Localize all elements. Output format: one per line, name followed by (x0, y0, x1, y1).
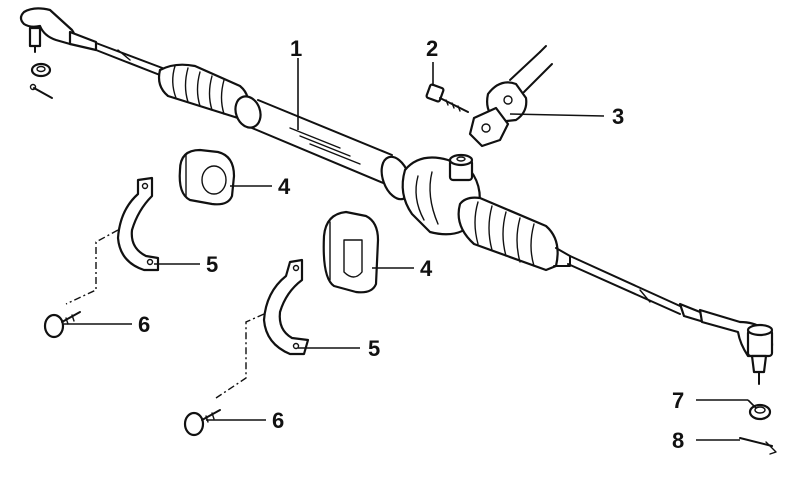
callout-6-upper: 6 (138, 312, 150, 337)
left-nut-and-pin (29, 62, 53, 99)
left-tie-rod (95, 42, 166, 78)
universal-joint-coupling (468, 81, 528, 148)
upper-clamp-bracket (116, 176, 160, 272)
callout-7: 7 (672, 388, 684, 413)
steering-shaft (509, 45, 553, 93)
leader-lines (64, 58, 757, 441)
lower-mount-lines (215, 313, 265, 399)
lower-rubber-bushing (322, 210, 380, 294)
pinch-bolt (425, 83, 469, 113)
callout-6-lower: 6 (272, 408, 284, 433)
callout-5-upper: 5 (206, 252, 218, 277)
cotter-pin (739, 437, 777, 455)
right-tie-rod (567, 255, 681, 315)
callout-4-upper: 4 (278, 174, 291, 199)
callout-8: 8 (672, 428, 684, 453)
upper-mount-lines (65, 229, 119, 305)
callout-labels: 1 2 3 4 4 5 5 6 6 7 8 (138, 36, 684, 453)
upper-mounting-bolt (43, 311, 81, 339)
callout-4-lower: 4 (420, 256, 433, 281)
right-boot (457, 196, 571, 272)
callout-1: 1 (290, 36, 302, 61)
left-boot (157, 63, 262, 129)
upper-rubber-bushing (178, 148, 236, 206)
callout-5-lower: 5 (368, 336, 380, 361)
lower-mounting-bolt (183, 409, 221, 437)
callout-2: 2 (426, 36, 438, 61)
right-nut (748, 403, 772, 421)
left-tie-rod-end (19, 7, 98, 53)
rack-housing-tube (251, 99, 393, 186)
right-tie-rod-end (678, 302, 774, 385)
lower-clamp-bracket (262, 258, 310, 356)
callout-3: 3 (612, 104, 624, 129)
